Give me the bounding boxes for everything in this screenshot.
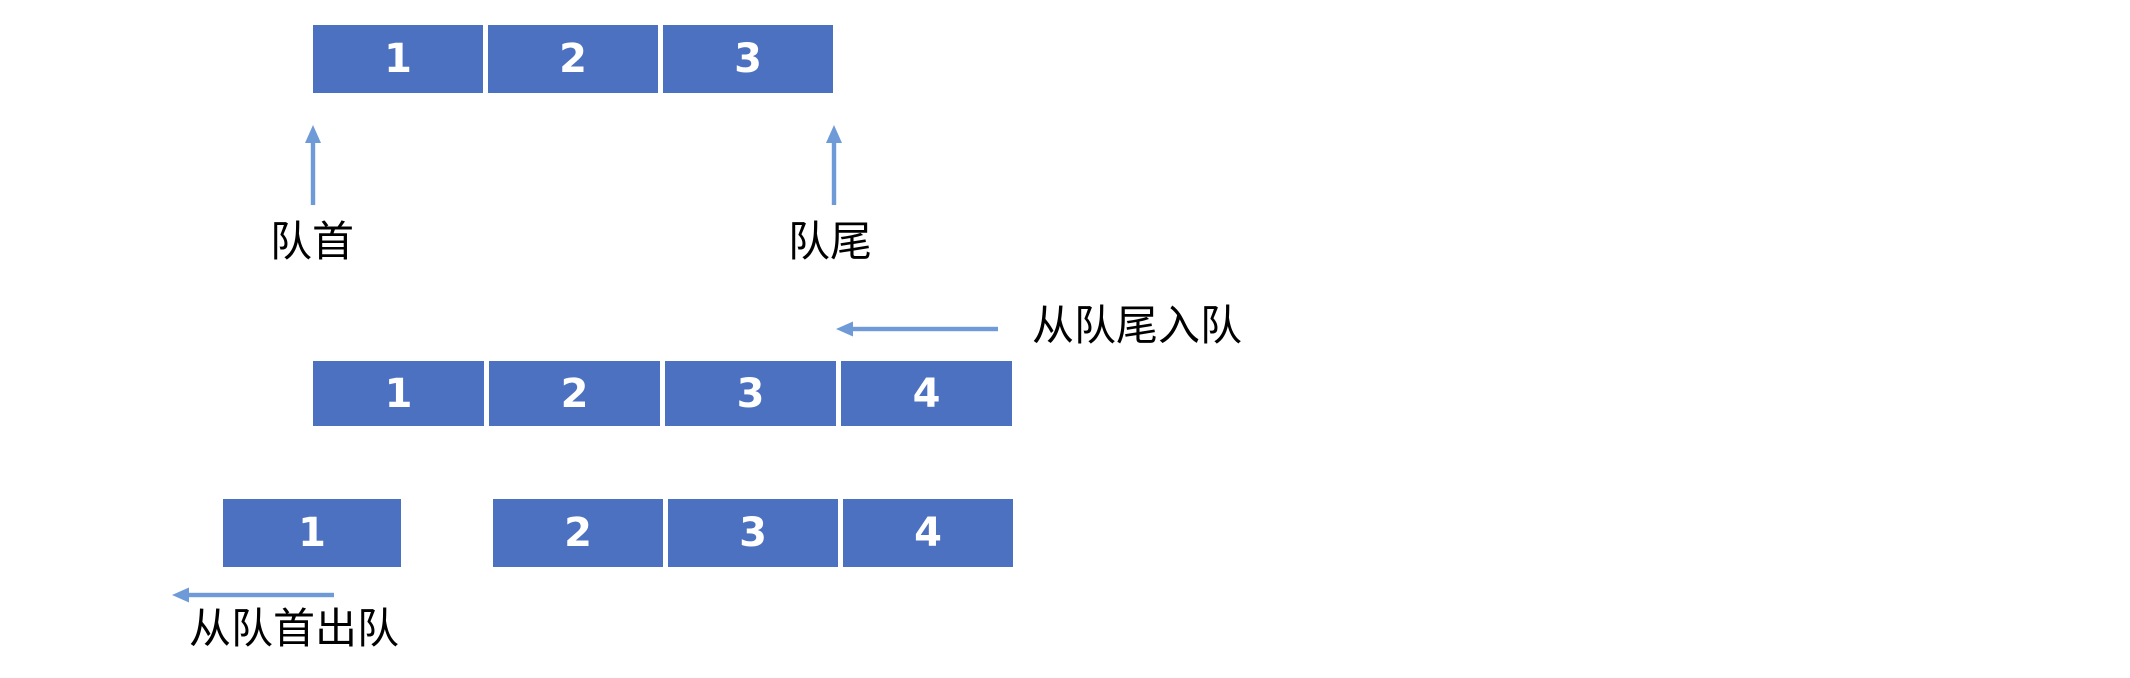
queue-cell: 3 (668, 499, 838, 567)
enqueue-left-arrow-icon (836, 321, 998, 337)
dequeued-cell: 1 (223, 499, 401, 567)
queue-cell: 1 (313, 25, 483, 93)
queue-after-dequeue: 2 3 4 (493, 499, 1013, 567)
rear-pointer-up-arrow-icon (826, 125, 842, 205)
front-pointer-up-arrow-icon (305, 125, 321, 205)
queue-cell: 4 (841, 361, 1012, 426)
enqueue-label: 从队尾入队 (1032, 301, 1243, 350)
queue-cell: 4 (843, 499, 1013, 567)
queue-cell: 3 (663, 25, 833, 93)
queue-cell: 2 (488, 25, 658, 93)
queue-cell: 3 (665, 361, 836, 426)
dequeue-label: 从队首出队 (189, 604, 400, 653)
queue-cell: 2 (489, 361, 660, 426)
queue-after-enqueue: 1 2 3 4 (313, 361, 1012, 426)
front-label: 队首 (269, 217, 354, 266)
queue-cell: 2 (493, 499, 663, 567)
queue-cell: 1 (313, 361, 484, 426)
dequeue-left-arrow-icon (172, 587, 334, 603)
queue-initial: 1 2 3 (313, 25, 833, 93)
rear-label: 队尾 (787, 217, 872, 266)
